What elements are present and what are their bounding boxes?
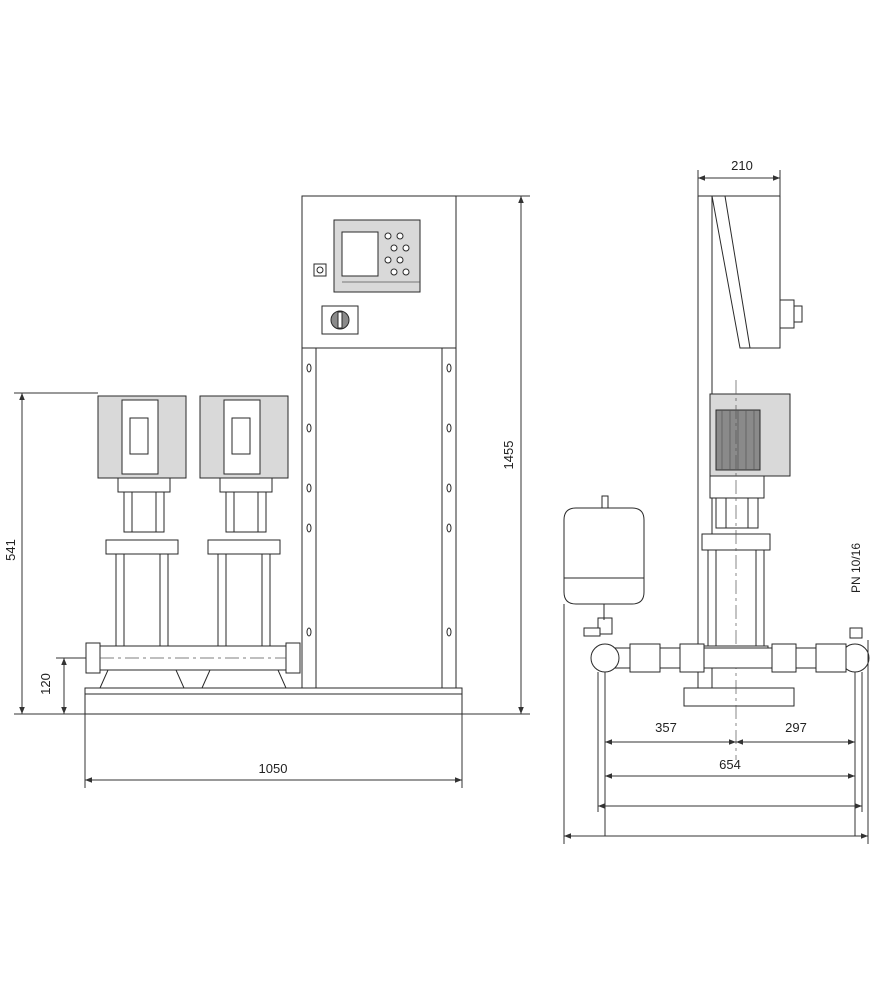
dim-height-pump-label: 541 bbox=[3, 539, 18, 561]
pump-1 bbox=[97, 395, 187, 689]
dim-width-front-label: 1050 bbox=[259, 761, 288, 776]
pressure-rating-label: PN 10/16 bbox=[849, 543, 863, 593]
dim-height-total: 1455 bbox=[456, 195, 530, 715]
side-view: PN 10/16 210 357 297 654 bbox=[563, 158, 870, 844]
dim-side-total: 654 bbox=[605, 757, 855, 779]
dim-side-right-label: 297 bbox=[785, 720, 807, 735]
dim-height-inlet-label: 120 bbox=[38, 673, 53, 695]
dim-side-left-label: 357 bbox=[655, 720, 677, 735]
dim-height-pump: 541 bbox=[3, 392, 98, 715]
dim-panel-depth: 210 bbox=[697, 158, 781, 196]
front-view: 1050 1455 541 120 bbox=[3, 195, 530, 788]
dim-panel-depth-label: 210 bbox=[731, 158, 753, 173]
pipework-side bbox=[583, 617, 870, 673]
manifold-pipe bbox=[85, 642, 301, 674]
dim-height-total-label: 1455 bbox=[501, 441, 516, 470]
pump-2 bbox=[199, 395, 289, 689]
control-cabinet bbox=[301, 195, 457, 689]
dim-width-front: 1050 bbox=[84, 714, 463, 788]
dim-side-total-label: 654 bbox=[719, 757, 741, 772]
base-frame bbox=[84, 687, 463, 715]
dim-height-inlet: 120 bbox=[38, 657, 86, 714]
dim-side-overall bbox=[563, 604, 869, 844]
expansion-tank bbox=[563, 495, 645, 620]
